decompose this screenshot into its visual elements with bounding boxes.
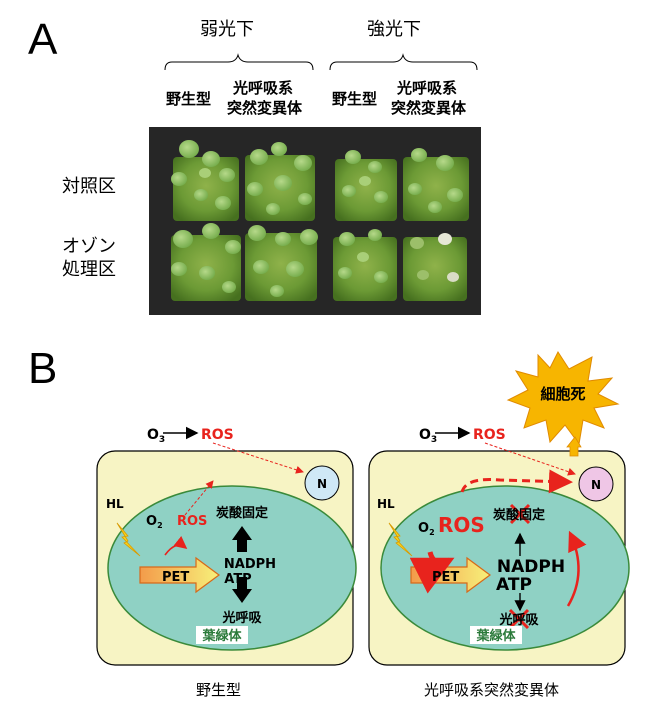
pot-ozone-wild-low — [171, 223, 241, 301]
cell-death-label: 細胞死 — [540, 385, 585, 403]
carbon-fixation-mutant: 炭酸固定 — [493, 507, 545, 523]
blocked-x-icon — [509, 503, 531, 525]
pot-control-mutant-high — [403, 148, 469, 221]
condition-high-light: 強光下 — [367, 19, 421, 40]
cell-label-wild-type: 野生型 — [196, 681, 242, 699]
chloroplast-label-wild: 葉緑体 — [201, 628, 242, 644]
ros-label-wild: ROS — [177, 514, 207, 529]
pot-ozone-wild-high — [333, 229, 397, 301]
chloroplast-label-bg-wild — [196, 626, 248, 644]
lightning-icon — [116, 522, 141, 557]
pet-arrow-wild — [139, 556, 221, 594]
ros-label-mutant-top: ROS — [473, 427, 506, 443]
hl-label-wild: HL — [106, 497, 124, 511]
plant-photo — [149, 127, 481, 315]
cell-mutant — [368, 426, 630, 666]
row-label-ozone-2: 処理区 — [62, 259, 116, 280]
atp-wild: ATP — [224, 572, 251, 587]
hl-label-mutant: HL — [377, 497, 395, 511]
panel-b-letter: B — [28, 344, 58, 393]
ros-label-wild-top: ROS — [201, 427, 234, 443]
nucleus-label-mutant: N — [591, 478, 601, 492]
pot-ozone-mutant-low — [245, 225, 318, 301]
nucleus-mutant — [578, 466, 614, 502]
photorespiration-wild: 光呼吸 — [221, 610, 262, 626]
up-arrow-burst — [566, 436, 582, 457]
genotype-wild-low: 野生型 — [166, 90, 212, 108]
row-label-control: 対照区 — [62, 176, 116, 197]
pot-ozone-mutant-high — [403, 233, 467, 301]
nucleus-wild — [304, 465, 340, 501]
pet-label-wild: PET — [162, 570, 189, 585]
pot-control-wild-high — [335, 150, 397, 221]
lightning-icon — [388, 522, 413, 557]
genotype-mutant-high-1: 光呼吸系 — [397, 79, 458, 97]
nucleus-label-wild: N — [317, 477, 327, 491]
pot-control-wild-low — [171, 140, 239, 221]
condition-braces — [164, 53, 478, 71]
chloroplast-wild — [107, 485, 357, 651]
genotype-mutant-high-2: 突然変異体 — [391, 99, 467, 117]
cell-death-burst-icon — [506, 350, 620, 446]
genotype-wild-high: 野生型 — [332, 90, 378, 108]
up-arrow-wild — [232, 526, 252, 552]
o3-label-mutant: O3 — [419, 427, 437, 445]
nadph-wild: NADPH — [224, 557, 276, 572]
cell-label-mutant: 光呼吸系突然変異体 — [424, 681, 560, 699]
chloroplast-label-mutant: 葉緑体 — [475, 628, 516, 644]
nadph-mutant: NADPH — [497, 557, 565, 577]
photorespiration-mutant: 光呼吸 — [498, 612, 539, 628]
pet-label-mutant: PET — [432, 570, 459, 585]
o3-label-wild: O3 — [147, 427, 165, 445]
condition-low-light: 弱光下 — [200, 19, 254, 40]
o2-label-wild: O2 — [146, 514, 163, 530]
pot-control-mutant-low — [245, 142, 315, 221]
blocked-x-icon — [508, 608, 530, 630]
carbon-fixation-wild: 炭酸固定 — [216, 505, 268, 521]
genotype-mutant-low-1: 光呼吸系 — [233, 79, 294, 97]
cell-wild-type — [96, 426, 357, 666]
atp-mutant: ATP — [496, 575, 532, 595]
chloroplast-label-bg-mutant — [470, 626, 522, 644]
row-label-ozone-1: オゾン — [62, 236, 116, 257]
down-arrow-wild — [232, 577, 252, 603]
genotype-mutant-low-2: 突然変異体 — [227, 99, 303, 117]
chloroplast-mutant — [380, 485, 630, 651]
ros-label-mutant: ROS — [438, 513, 485, 537]
panel-a-letter: A — [28, 15, 58, 64]
o2-label-mutant: O2 — [418, 521, 435, 537]
